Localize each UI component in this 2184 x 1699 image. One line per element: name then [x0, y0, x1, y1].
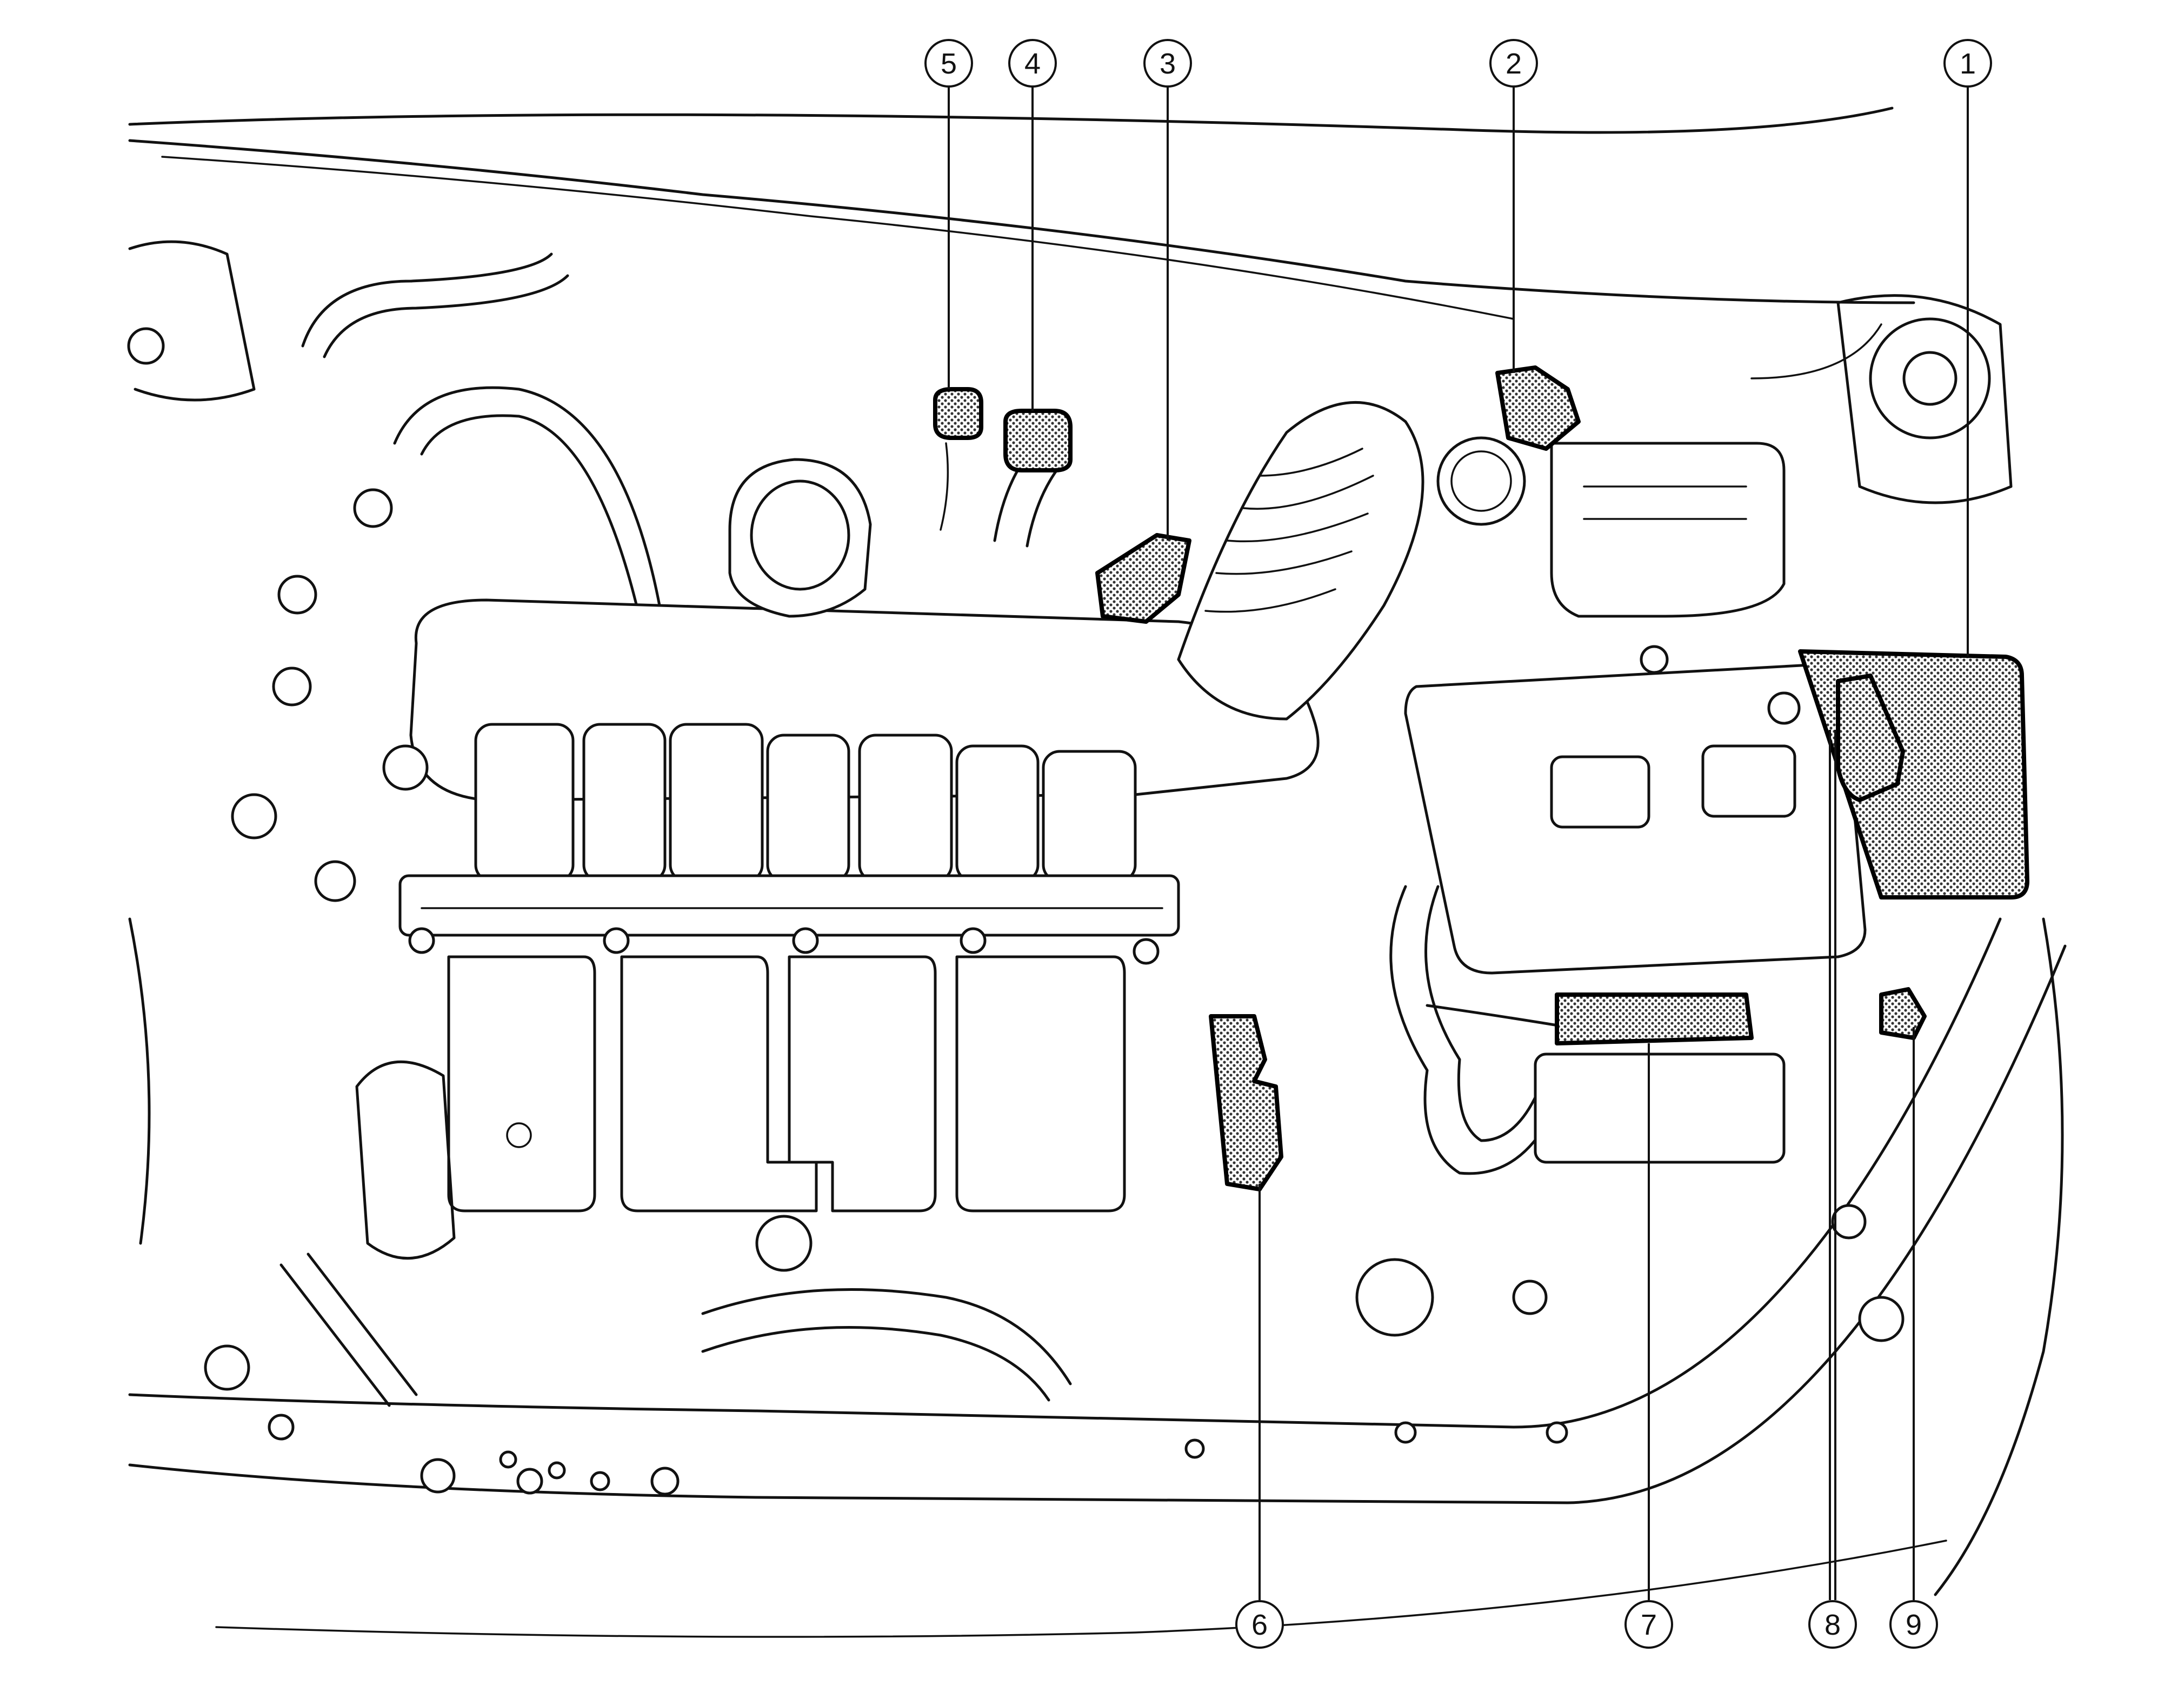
oil-cap — [755, 1215, 813, 1272]
front-crossmember-bottom — [128, 944, 2067, 1504]
callout-5-label: 5 — [941, 48, 957, 80]
callout-2: 2 — [1489, 39, 1538, 88]
callout-2-label: 2 — [1506, 48, 1522, 80]
callout-7-label: 7 — [1641, 1609, 1657, 1641]
battery-terminal — [1767, 691, 1801, 725]
component-3 — [1095, 533, 1191, 624]
left-strut-bolt — [127, 327, 165, 365]
manifold-flange — [398, 874, 1180, 937]
reservoir-ribs — [1583, 485, 1747, 520]
leader-lines — [948, 86, 1969, 1600]
cowl-upper — [128, 139, 1915, 304]
fuse-box-housing — [1534, 1052, 1786, 1164]
component-2 — [1495, 365, 1581, 451]
wiring-harness-corrugated — [1389, 885, 1548, 1175]
component-6 — [1209, 1014, 1283, 1191]
engine-line-art — [127, 106, 2067, 1638]
callout-1: 1 — [1943, 39, 1992, 88]
strut-tower-right — [1836, 294, 2013, 504]
heater-hose-1b — [323, 274, 569, 358]
front-crossmember-top — [128, 917, 2002, 1429]
callout-4-label: 4 — [1024, 48, 1041, 80]
callout-8: 8 — [1808, 1600, 1857, 1649]
wiper-cowl — [161, 156, 1515, 320]
left-fender-edge — [128, 917, 151, 1245]
lower-radiator-hose — [701, 1288, 1072, 1385]
callout-5: 5 — [924, 39, 973, 88]
callout-8-label: 8 — [1825, 1609, 1841, 1641]
sensor-harness — [1750, 323, 1882, 379]
coolant-reservoir — [1550, 442, 1786, 618]
lower-radiator-hose-b — [701, 1325, 1050, 1402]
battery-cell-1 — [1550, 755, 1650, 829]
intake-runners-lower — [447, 955, 1126, 1212]
air-duct-ribs — [1204, 448, 1374, 613]
crossmember-holes — [204, 1204, 1905, 1496]
strut-tower-left — [128, 240, 256, 402]
alternator-area — [355, 1060, 456, 1260]
radiator-cap — [1355, 1258, 1434, 1337]
heater-hose-2 — [393, 386, 661, 607]
component-8 — [1836, 674, 1905, 802]
hood-edge-curve — [128, 106, 1894, 134]
component-5 — [933, 387, 983, 440]
callout-1-label: 1 — [1960, 48, 1976, 80]
callout-6: 6 — [1235, 1600, 1284, 1649]
vacuum-line-1 — [940, 442, 949, 531]
right-strut-nut — [1902, 351, 1957, 406]
left-bolts — [231, 488, 429, 902]
wiring-harness-corrugated-b — [1424, 885, 1537, 1142]
callout-7: 7 — [1624, 1600, 1673, 1649]
callout-3-label: 3 — [1160, 48, 1176, 80]
throttle-bore — [750, 479, 850, 591]
callout-4: 4 — [1008, 39, 1057, 88]
lower-valence — [215, 1540, 1947, 1638]
right-fender-edge — [1934, 917, 2064, 1596]
callouts: 1 2 3 4 5 6 7 8 — [924, 39, 1992, 1649]
callout-9-label: 9 — [1906, 1609, 1922, 1641]
component-7 — [1555, 992, 1754, 1045]
highlighted-components — [933, 365, 2029, 1191]
callout-3: 3 — [1143, 39, 1192, 88]
battery-cell-2 — [1701, 744, 1796, 818]
hood-prop-rod — [279, 1263, 391, 1407]
heater-hose-2b — [420, 414, 640, 612]
manifold-bolts — [408, 927, 1160, 965]
harness-to-fusebox — [1426, 1004, 1569, 1029]
callout-6-label: 6 — [1251, 1609, 1268, 1641]
component-9 — [1879, 987, 1927, 1040]
hood-prop-rod-b — [307, 1252, 418, 1396]
callout-9: 9 — [1889, 1600, 1938, 1649]
component-4 — [1003, 409, 1073, 472]
air-duct — [1177, 401, 1424, 721]
intake-runners-upper — [474, 723, 1137, 883]
heater-hose-1 — [301, 252, 553, 348]
battery-post — [1640, 645, 1669, 674]
